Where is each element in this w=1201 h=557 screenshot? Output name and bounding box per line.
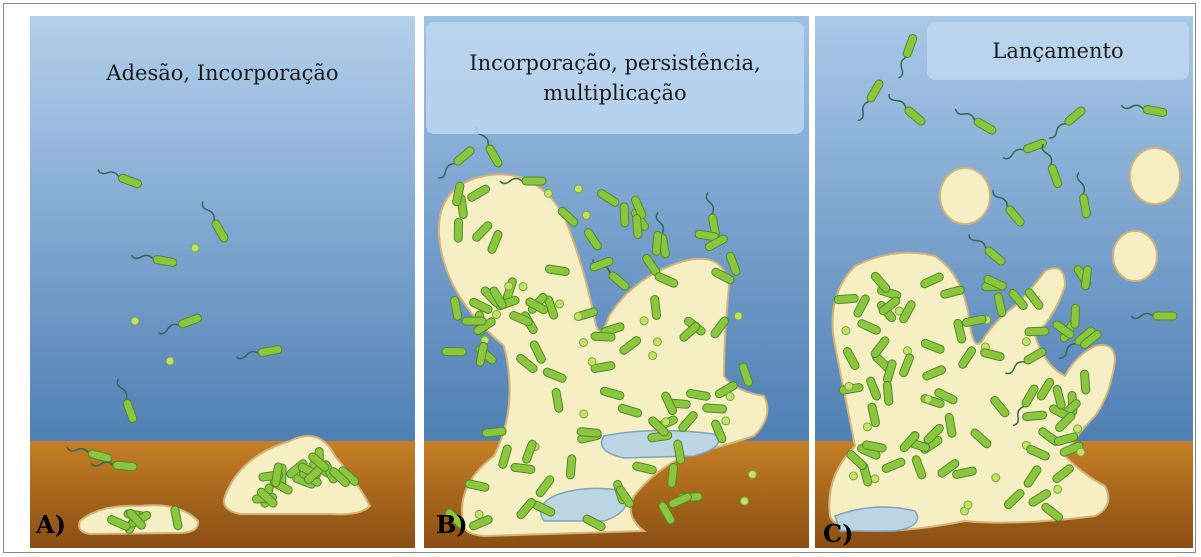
bacterium bbox=[574, 312, 582, 320]
bacterium bbox=[722, 417, 730, 425]
bacterium bbox=[620, 203, 629, 227]
bacterium bbox=[566, 455, 576, 480]
bacterium bbox=[1022, 338, 1030, 346]
bacterium bbox=[1077, 448, 1085, 456]
bacterium bbox=[842, 327, 850, 335]
bacterium bbox=[702, 404, 726, 413]
bacterium bbox=[632, 214, 642, 239]
bacterium bbox=[1054, 485, 1062, 493]
panel-b: Incorporação, persistência, multiplicaçã… bbox=[424, 16, 809, 548]
bacterium bbox=[556, 300, 564, 308]
bacterium bbox=[574, 185, 582, 193]
bacterium bbox=[591, 332, 615, 341]
bacterium bbox=[845, 382, 853, 390]
bacterium bbox=[653, 338, 661, 346]
bacterium bbox=[992, 474, 1000, 482]
bacterium bbox=[726, 393, 734, 401]
bacterium bbox=[577, 427, 602, 437]
bacterium bbox=[519, 283, 527, 291]
released-microcolony bbox=[1130, 148, 1180, 204]
panel-a-caption: Adesão, Incorporação bbox=[106, 58, 338, 88]
bacterium bbox=[1080, 370, 1090, 395]
bacterium bbox=[741, 497, 749, 505]
bacterium bbox=[588, 358, 596, 366]
panel-a-caption-box: Adesão, Incorporação bbox=[30, 16, 415, 131]
panel-c-caption: Lançamento bbox=[992, 36, 1123, 66]
bacterium bbox=[924, 395, 932, 403]
bacterium bbox=[462, 317, 486, 325]
bacterium bbox=[492, 310, 500, 318]
bacterium bbox=[580, 410, 588, 418]
bacterium bbox=[662, 418, 670, 426]
panel-b-letter: B) bbox=[436, 510, 468, 539]
bacterium bbox=[544, 189, 552, 197]
bacterium bbox=[166, 357, 174, 365]
panel-a-letter: A) bbox=[36, 510, 66, 539]
bacterium bbox=[883, 381, 893, 406]
bacterium bbox=[475, 510, 483, 518]
panel-b-caption-box: Incorporação, persistência, multiplicaçã… bbox=[426, 22, 804, 134]
bacterium bbox=[1074, 425, 1082, 433]
bacterium bbox=[1025, 327, 1049, 336]
bacterium bbox=[454, 218, 462, 242]
bacterium bbox=[834, 294, 859, 304]
panel-c-letter: C) bbox=[823, 519, 853, 548]
bacterium bbox=[442, 348, 466, 356]
bacterium bbox=[649, 352, 657, 360]
released-microcolony bbox=[1113, 231, 1157, 281]
released-microcolony bbox=[940, 168, 990, 224]
bacterium bbox=[652, 231, 662, 256]
panel-c-caption-box: Lançamento bbox=[927, 22, 1189, 80]
bacterium bbox=[640, 317, 648, 325]
panel-a: Adesão, Incorporação A) bbox=[30, 16, 415, 548]
bacterium bbox=[579, 339, 587, 347]
panel-c: Lançamento C) bbox=[815, 16, 1193, 548]
bacterium bbox=[849, 472, 857, 480]
bacterium bbox=[1071, 304, 1080, 328]
bacterium bbox=[191, 244, 199, 252]
panel-b-caption: Incorporação, persistência, multiplicaçã… bbox=[445, 48, 785, 109]
bacterium bbox=[863, 423, 871, 431]
bacterium bbox=[582, 211, 590, 219]
bacterium bbox=[964, 501, 972, 509]
panel-c-illustration bbox=[815, 16, 1193, 548]
bacterium bbox=[1022, 411, 1047, 421]
bacterium bbox=[505, 282, 513, 290]
bacterium bbox=[131, 317, 139, 325]
bacterium bbox=[734, 312, 742, 320]
bacterium bbox=[748, 470, 756, 478]
